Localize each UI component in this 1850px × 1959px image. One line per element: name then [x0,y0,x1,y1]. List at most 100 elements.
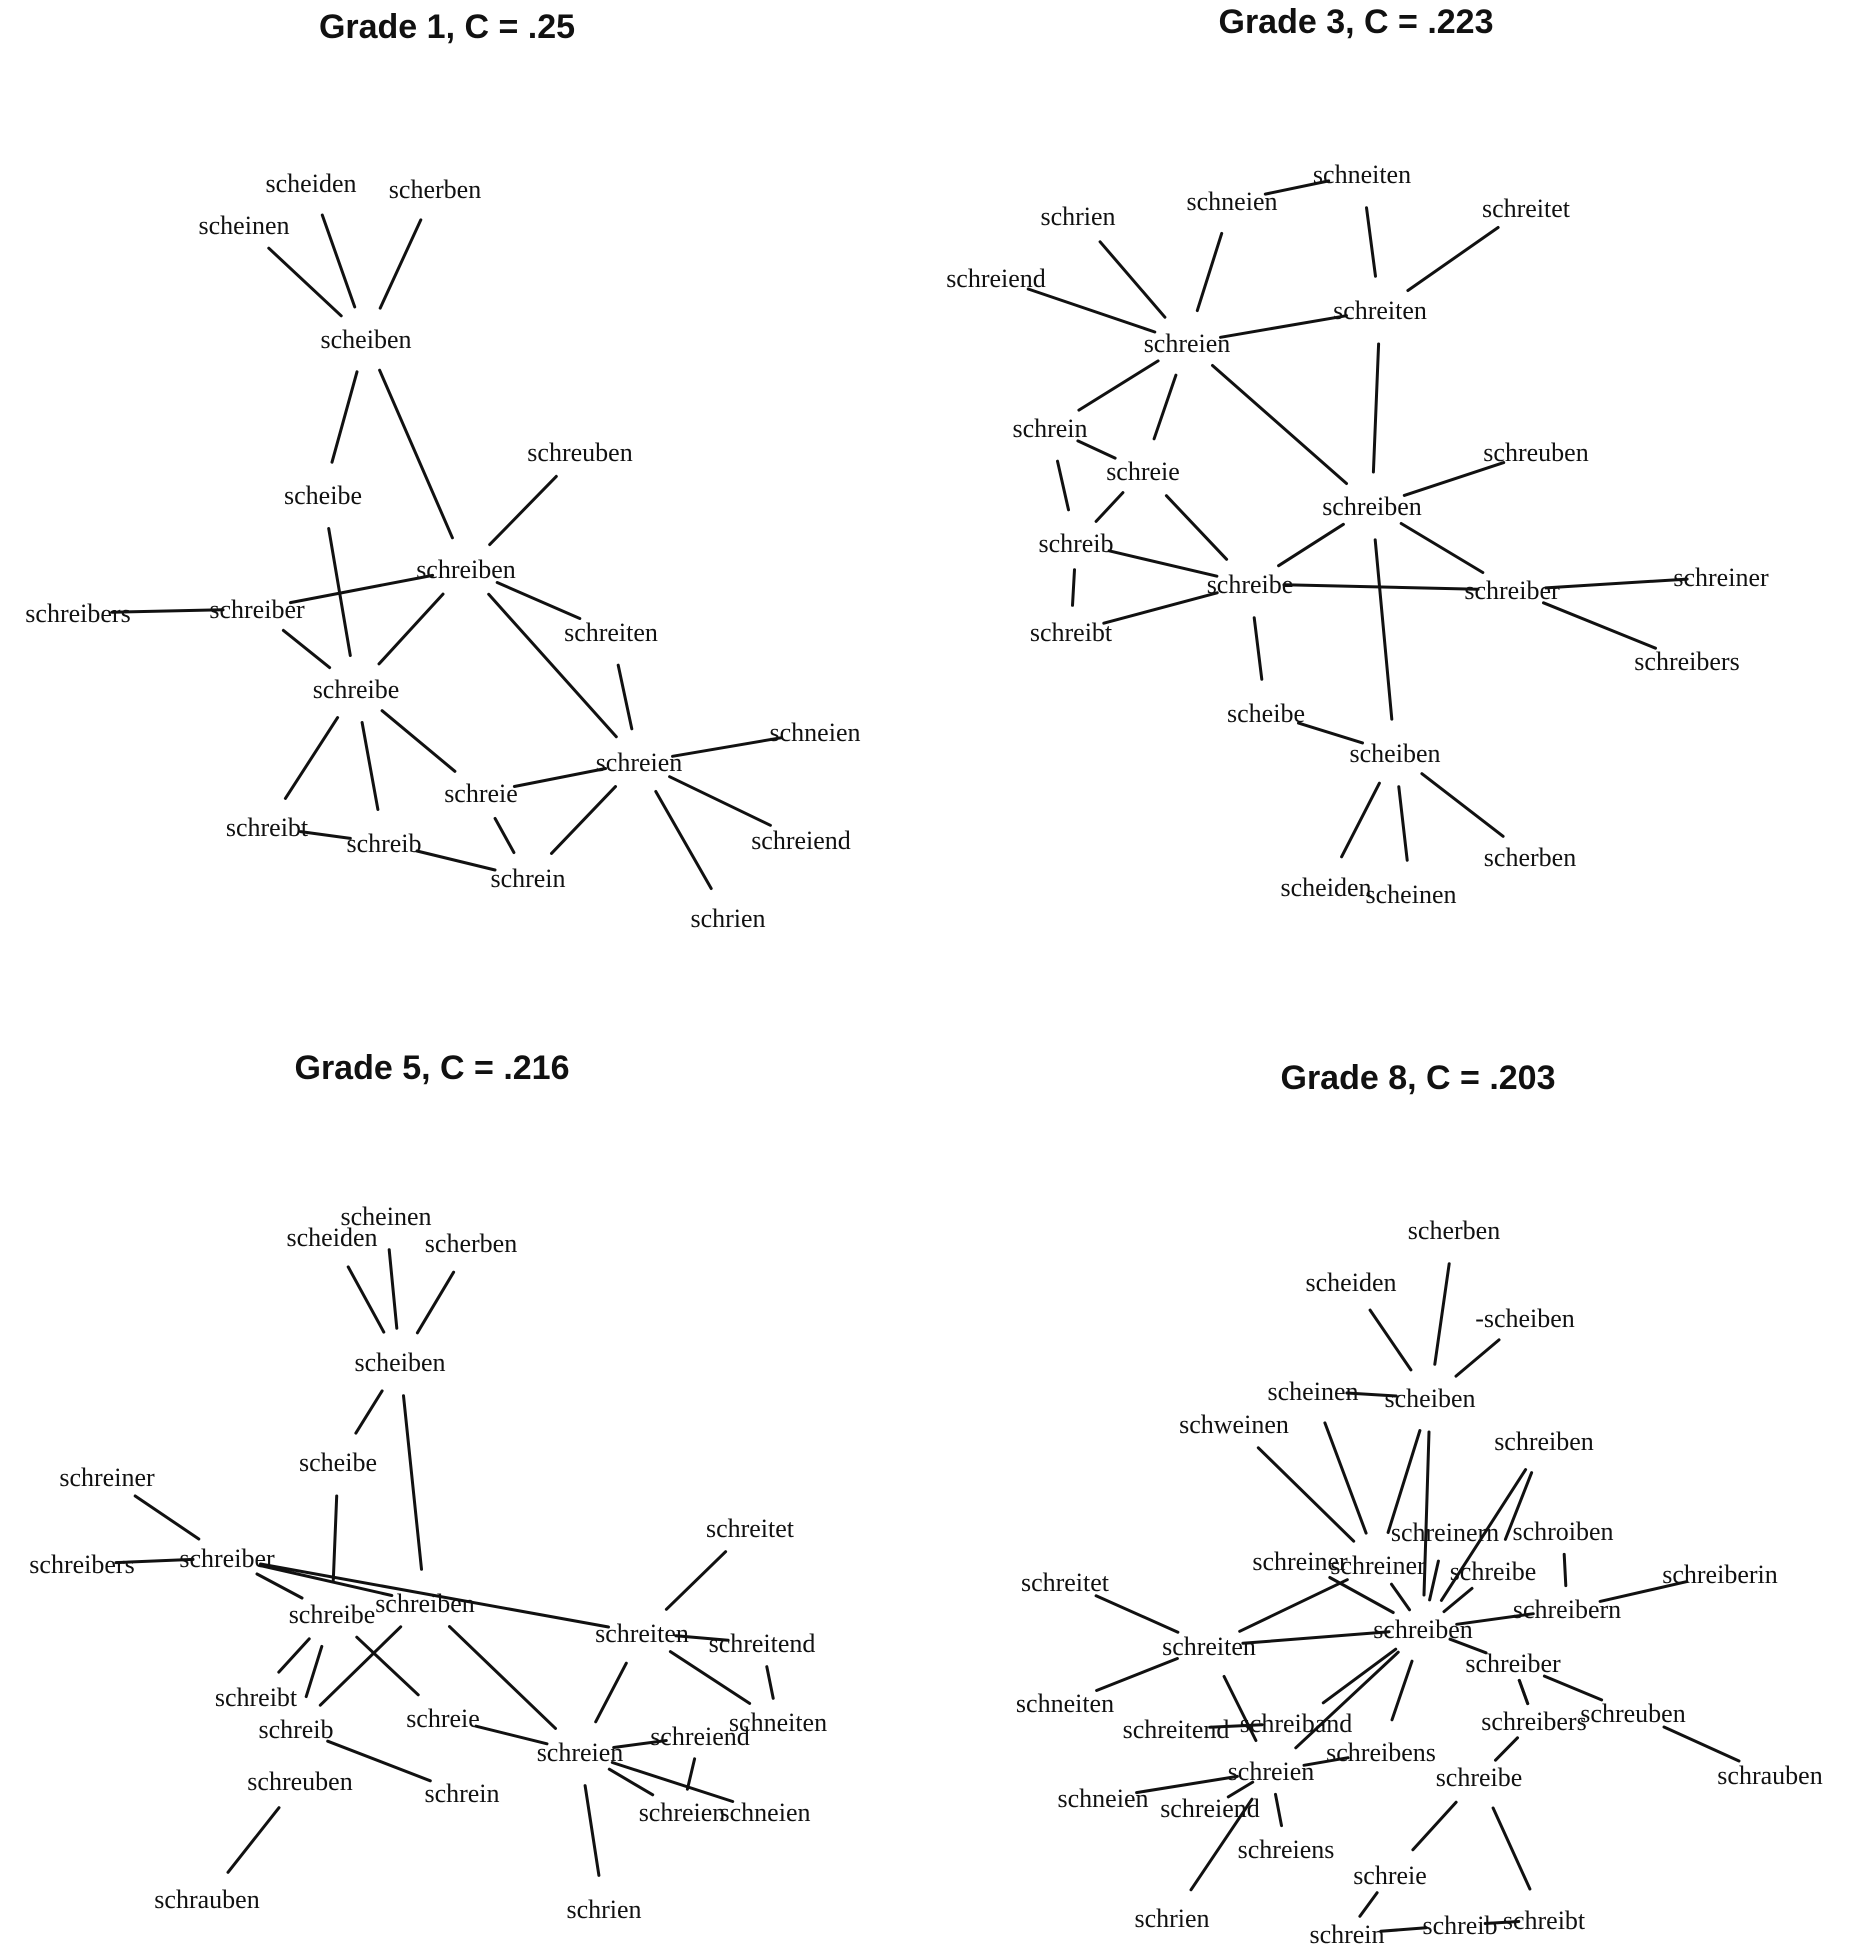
edge-n1-n2 [1263,179,1331,196]
edge-n11-n16 [283,716,340,800]
node-label: schreitet [1482,194,1571,223]
node-label: schreiten [595,1619,689,1648]
node-label: schreiten [564,618,658,647]
node-label: schreibe [1207,570,1294,599]
node-label: schreinern [1391,1518,1499,1547]
edge-n34-n35 [1483,1920,1521,1925]
edge-n2-n5 [1368,1308,1413,1372]
node-label: schreiend [650,1722,750,1751]
node-label: schreibers [1634,647,1739,676]
edge-n19-n21 [1340,781,1381,859]
node-label: scheibe [1227,699,1305,728]
edge-n6-n11 [1256,1446,1356,1543]
panel-title: Grade 3, C = .223 [1219,3,1494,41]
edge-n18-n20 [1542,1674,1604,1702]
edge-n16-n17 [1241,1630,1391,1645]
edge-n13-n15 [668,775,772,827]
edge-n13-n15 [1598,1580,1689,1603]
edge-n27-n35 [1491,1806,1532,1891]
edge-n3-n5 [1454,1338,1501,1378]
edge-n4-n7 [378,368,454,540]
edge-n4-n5 [1345,1391,1398,1398]
node-label: schreitend [1123,1715,1230,1744]
edge-n7-n9 [1152,373,1178,441]
edge-n7-n11 [1211,364,1348,485]
edge-n11-n10 [1402,461,1506,497]
edge-n8-n12 [1056,459,1070,512]
node-label: scherben [1484,843,1576,872]
edge-n18-n23 [1517,1678,1530,1706]
node-label: schreibt [215,1683,298,1712]
edge-n11-n14 [1399,522,1485,574]
node-label: schreiband [1240,1709,1353,1738]
node-label: schreibers [1481,1707,1586,1736]
edge-n16-n19 [1095,1657,1179,1692]
node-label: schreibe [313,675,400,704]
node-label: schreib [1038,529,1113,558]
edge-n19-n25 [583,1784,601,1877]
edge-n11-n16 [1238,1578,1349,1633]
node-label: schreibern [1513,1595,1621,1624]
edge-n21-n22 [1208,1723,1264,1729]
node-label: schrien [1134,1904,1209,1933]
edge-n26-n28 [1135,1774,1239,1795]
node-label: scherben [425,1229,517,1258]
edge-n13-n19 [654,790,713,890]
node-label: schreiner [1673,563,1769,592]
edge-n1-n6 [1365,206,1377,278]
node-label: schreie [406,1704,480,1733]
panel-title: Grade 8, C = .203 [1281,1059,1556,1097]
edge-n12-n19 [594,1661,628,1724]
edge-n11-n17 [1390,1582,1411,1612]
edge-n1-n5 [1433,1262,1451,1366]
node-label: schroiben [1512,1517,1613,1546]
edge-n17-n26 [1294,1650,1400,1750]
edge-n13-n14 [512,767,608,788]
edge-n5-n17 [1422,1430,1431,1597]
edge-n13-n14 [1282,583,1480,591]
edge-n23-n27 [1494,1736,1519,1762]
edge-n17-n18 [415,849,497,872]
node-label: schweinen [1179,1410,1289,1439]
edge-n14-n18 [493,817,516,854]
node-label: scherben [389,175,481,204]
node-label: scheiben [1385,1384,1476,1413]
node-label: schreiner [1252,1547,1348,1576]
node-label: schneiten [1313,160,1411,189]
node-label: scheiben [1350,739,1441,768]
edge-n11-n13 [1277,522,1345,568]
edge-n15-n19 [474,1724,549,1746]
edge-n20-n25 [1662,1725,1741,1763]
edge-n17-n21 [1321,1647,1398,1705]
node-label: schreiens [1238,1835,1335,1864]
node-label: schrein [424,1779,499,1808]
edge-n18-n22 [685,1757,697,1791]
node-label: schreiten [1333,296,1427,325]
edge-n6-n7 [488,474,558,547]
node-label: schreibe [289,1600,376,1629]
node-label: schreibt [1030,618,1113,647]
edge-n13-n18 [1252,616,1264,681]
edge-n26-n32 [1189,1797,1254,1892]
edge-n13-n18 [550,785,617,855]
node-label: schrein [490,864,565,893]
edge-n3-n4 [415,1270,456,1335]
edge-n7-n9 [288,573,435,605]
node-label: schneien [1058,1784,1149,1813]
edge-n7-n8 [1077,359,1160,412]
node-label: schreie [444,779,518,808]
node-label: schneiten [729,1708,827,1737]
edge-n5-n10 [331,1494,339,1582]
edge-n11-n19 [1373,538,1394,721]
edge-n15-n17 [1455,1612,1535,1626]
node-label: schreien [639,1798,726,1827]
panel-grade-3: Grade 3, C = .223 schneitenschneienschri… [946,3,1769,909]
node-label: scheinen [341,1202,432,1231]
node-label: schrien [690,904,765,933]
edge-n11-n14 [380,709,457,773]
edge-n6-n8 [133,1494,201,1541]
node-label: schrien [566,1895,641,1924]
edge-n7-n11 [377,592,445,666]
node-label: schreie [1106,457,1180,486]
node-label: schrauben [1717,1761,1822,1790]
